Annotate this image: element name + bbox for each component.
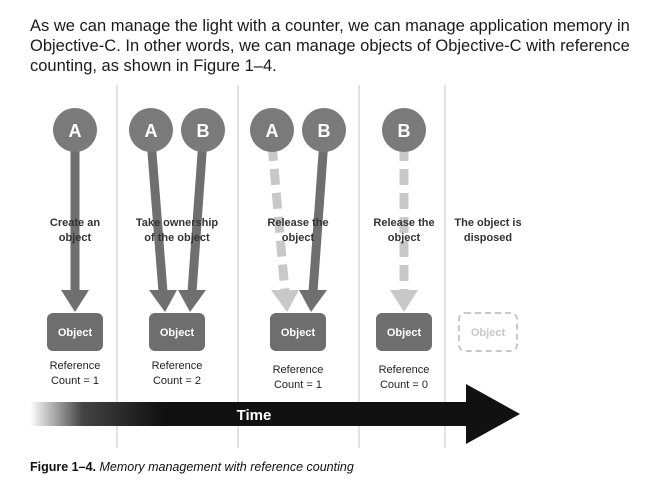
arrow-head [271,290,299,312]
object-boxes: Object Object Object Object Object [47,312,518,352]
step-label: Create an [50,217,100,229]
step-label: object [59,232,92,244]
arrow-head [61,290,89,312]
object-label: Object [58,327,93,339]
arrow-b-retain [308,139,329,293]
caption-text: Memory management with reference countin… [99,460,354,474]
figure-caption: Figure 1–4. Memory management with refer… [30,460,354,474]
count-label: Reference [273,364,324,376]
owner-a-label: A [69,121,82,141]
owner-a-circle [53,108,97,152]
arrow-head [390,290,418,312]
arrow-head [299,290,327,312]
stage-release-a: A B [250,108,346,312]
step-label: object [388,232,421,244]
stage-take-ownership: A B [129,108,225,312]
disposed-object-label: Object [471,327,506,339]
object-label: Object [387,327,422,339]
step-label: disposed [464,232,512,244]
caption-label: Figure 1–4. [30,460,96,474]
arrow-a-retain [146,139,168,293]
reference-counts: Reference Count = 1 Reference Count = 2 … [50,360,430,391]
count-value: Count = 2 [153,375,201,387]
arrow-head [149,290,177,312]
owner-b-circle [181,108,225,152]
step-label: of the object [144,232,210,244]
owner-a-circle [250,108,294,152]
owner-a-label: A [266,121,279,141]
owner-b-label: B [197,121,210,141]
owner-a-circle [129,108,173,152]
count-label: Reference [50,360,101,372]
count-label: Reference [152,360,203,372]
disposed-object-box [458,312,518,352]
owner-b-circle [302,108,346,152]
count-value: Count = 1 [51,375,99,387]
arrow-a-released [267,144,290,293]
column-dividers [116,85,446,448]
time-arrow: Time [30,384,520,444]
object-label: Object [281,327,316,339]
owner-a-label: A [145,121,158,141]
step-label: The object is [454,217,521,229]
time-arrow-head [466,384,520,444]
stage-create: A [53,108,97,312]
time-arrow-shaft [30,402,468,426]
step-label: Release the [267,217,328,229]
owner-b-circle [382,108,426,152]
step-labels: Create an object Take ownership of the o… [50,217,522,244]
count-value: Count = 0 [380,379,428,391]
object-label: Object [160,327,195,339]
object-box [270,313,326,351]
arrow-head [178,290,206,312]
intro-paragraph: As we can manage the light with a counte… [30,17,630,75]
arrow-b-retain [187,139,208,293]
step-label: Take ownership [136,217,219,229]
object-box [47,313,103,351]
object-box [149,313,205,351]
count-label: Reference [379,364,430,376]
owner-b-label: B [398,121,411,141]
owner-b-label: B [318,121,331,141]
step-label: object [282,232,315,244]
count-value: Count = 1 [274,379,322,391]
time-label: Time [237,407,272,424]
step-label: Release the [373,217,434,229]
stage-release-b: B [382,108,426,312]
object-box [376,313,432,351]
